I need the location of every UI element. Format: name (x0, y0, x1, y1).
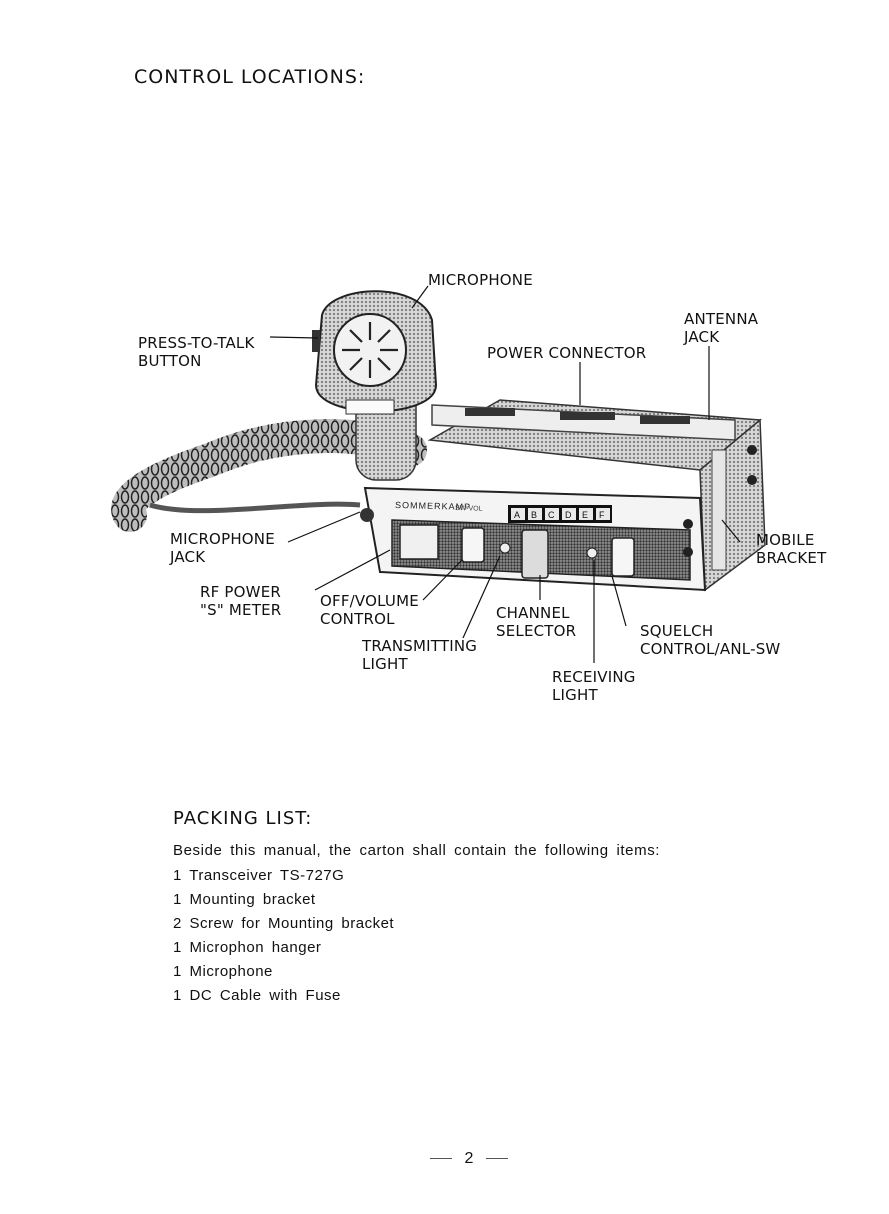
page-number-group: 2 (424, 1150, 514, 1168)
cord-lower (149, 501, 361, 514)
brand-text: SOMMERKAMP (395, 500, 471, 512)
list-item: 1 Mounting bracket (173, 891, 316, 908)
s-meter (399, 524, 439, 560)
volume-knob (461, 527, 485, 563)
packing-list: 1 Transceiver TS-727G 1 Mounting bracket… (173, 864, 394, 1008)
microphone-shape (312, 290, 438, 481)
packing-list-heading: PACKING LIST: (173, 808, 313, 829)
list-item: 1 Microphone (173, 963, 273, 980)
label-channel-selector: CHANNEL SELECTOR (496, 604, 577, 640)
label-off-volume-control: OFF/VOLUME CONTROL (320, 592, 419, 628)
channel-letter: D (565, 510, 572, 520)
page-number: 2 (464, 1150, 474, 1167)
label-press-to-talk-button: PRESS-TO-TALK BUTTON (138, 334, 255, 370)
list-item: 2 Screw for Mounting bracket (173, 915, 395, 932)
label-mobile-bracket: MOBILE BRACKET (756, 531, 827, 567)
transmit-light (499, 542, 511, 554)
channel-letter: A (514, 510, 520, 520)
packing-list-intro: Beside this manual, the carton shall con… (173, 842, 661, 859)
label-squelch-control: SQUELCH CONTROL/ANL-SW (640, 622, 781, 658)
label-rf-power-s-meter: RF POWER "S" METER (200, 583, 282, 619)
channel-letter: C (548, 510, 555, 520)
transceiver-shape: SOMMERKAMP SW-VOL A B C D E F (360, 399, 766, 592)
receive-light (586, 547, 598, 559)
label-power-connector: POWER CONNECTOR (487, 344, 647, 362)
channel-letter: B (531, 510, 537, 520)
channel-indicator: A B C D E F (508, 505, 612, 523)
leader-lines (269, 285, 741, 663)
channel-letter: F (599, 510, 605, 520)
model-text: SW-VOL (455, 505, 483, 513)
label-transmitting-light: TRANSMITTING LIGHT (362, 637, 478, 673)
label-microphone-jack: MICROPHONE JACK (170, 530, 275, 566)
label-receiving-light: RECEIVING LIGHT (552, 668, 636, 704)
microphone-jack (360, 508, 374, 522)
label-antenna-jack: ANTENNA JACK (684, 310, 759, 346)
channel-knob (521, 529, 549, 579)
transceiver-illustration: SOMMERKAMP SW-VOL A B C D E F (111, 285, 766, 663)
list-item: 1 Microphon hanger (173, 939, 322, 956)
label-microphone: MICROPHONE (428, 271, 533, 289)
list-item: 1 DC Cable with Fuse (173, 987, 341, 1004)
channel-letter: E (582, 510, 588, 520)
squelch-knob (611, 537, 635, 577)
page-heading: CONTROL LOCATIONS: (134, 66, 366, 88)
list-item: 1 Transceiver TS-727G (173, 867, 345, 884)
